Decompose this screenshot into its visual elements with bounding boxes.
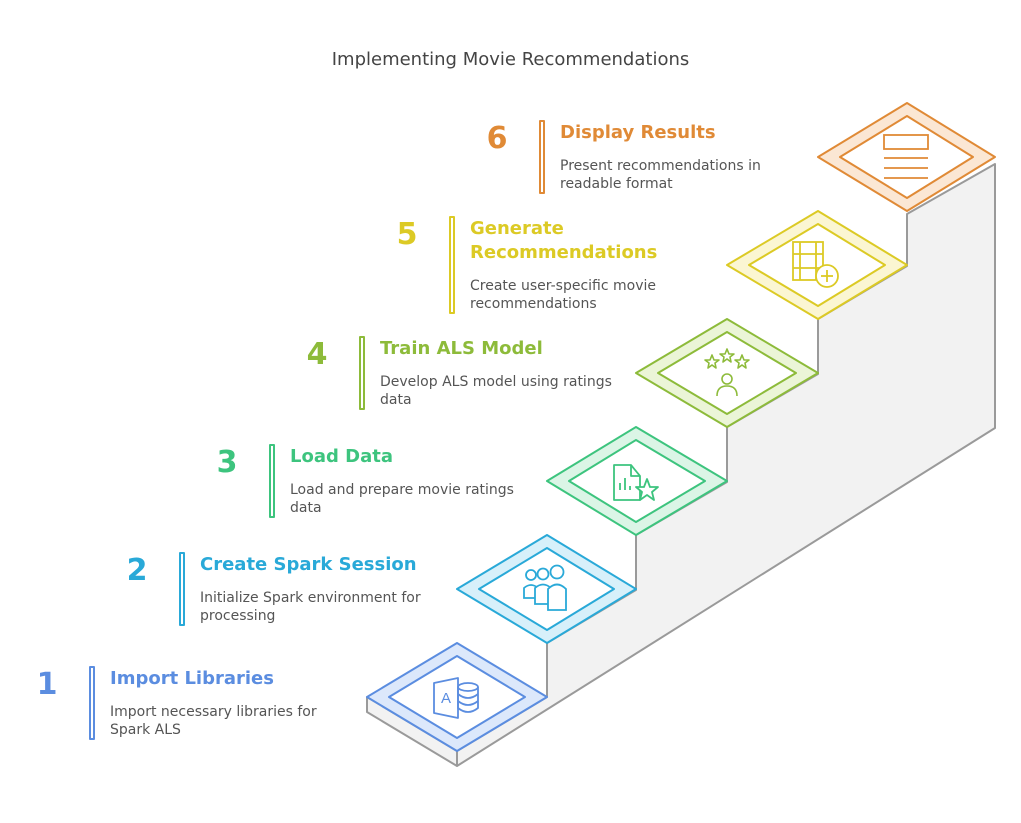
step-3-accent-bar (269, 444, 275, 518)
step-5-accent-bar (449, 216, 455, 314)
step-3-number: 3 (216, 445, 238, 480)
step-4-description: Develop ALS model using ratings data (380, 373, 612, 409)
step-3-title: Load Data (290, 446, 393, 467)
step-6-number: 6 (486, 121, 508, 156)
step-6-accent-bar (539, 120, 545, 194)
step-1-tread: A (366, 642, 548, 752)
step-4-number: 4 (306, 337, 328, 372)
step-6-tread (817, 102, 996, 212)
step-4-description-line-2: data (380, 392, 412, 408)
step-5-title-line-2: Recommendations (470, 242, 658, 263)
step-3-tread (546, 426, 728, 536)
step-5-title: Generate Recommendations (470, 217, 657, 265)
svg-text:A: A (441, 690, 451, 707)
results-panel-icon (883, 134, 929, 179)
step-5-description: Create user-specific movie recommendatio… (470, 277, 656, 313)
step-4-title: Train ALS Model (380, 338, 543, 359)
person-rating-stars-icon (704, 348, 750, 397)
step-6-description: Present recommendations in readable form… (560, 157, 761, 193)
step-1-description-line-1: Import necessary libraries for (110, 704, 317, 720)
database-access-icon: A (433, 677, 479, 719)
step-3-description-line-2: data (290, 500, 322, 516)
step-6-title: Display Results (560, 122, 716, 143)
step-4-description-line-1: Develop ALS model using ratings (380, 374, 612, 390)
people-group-icon (523, 564, 567, 611)
step-1-accent-bar (89, 666, 95, 740)
step-1-description-line-2: Spark ALS (110, 722, 181, 738)
step-5-title-line-1: Generate (470, 218, 564, 239)
step-5-number: 5 (396, 217, 418, 252)
step-6-description-line-2: readable format (560, 176, 673, 192)
step-1-title: Import Libraries (110, 668, 274, 689)
step-2-description-line-2: processing (200, 608, 276, 624)
film-add-icon (792, 241, 839, 288)
step-1-number: 1 (36, 667, 58, 702)
step-4-accent-bar (359, 336, 365, 410)
diagram-title: Implementing Movie Recommendations (331, 49, 690, 70)
step-4-tread (635, 318, 819, 428)
step-1-description: Import necessary libraries for Spark ALS (110, 703, 317, 739)
step-2-number: 2 (126, 553, 148, 588)
step-5-tread (726, 210, 908, 320)
step-3-description: Load and prepare movie ratings data (290, 481, 514, 517)
step-2-title: Create Spark Session (200, 554, 417, 575)
chart-document-star-icon (613, 464, 659, 501)
step-5-description-line-2: recommendations (470, 296, 597, 312)
step-2-description-line-1: Initialize Spark environment for (200, 590, 421, 606)
step-2-accent-bar (179, 552, 185, 626)
step-2-description: Initialize Spark environment for process… (200, 589, 421, 625)
step-6-description-line-1: Present recommendations in (560, 158, 761, 174)
step-3-description-line-1: Load and prepare movie ratings (290, 482, 514, 498)
step-5-description-line-1: Create user-specific movie (470, 278, 656, 294)
step-2-tread (456, 534, 637, 644)
